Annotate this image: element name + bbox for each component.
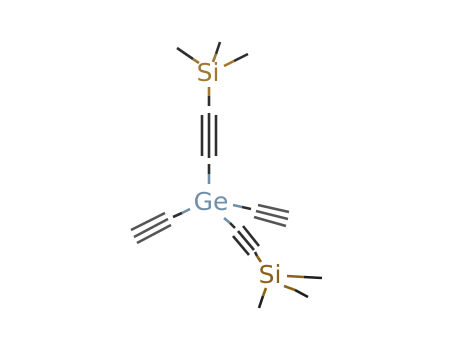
bond-ge-left	[172, 207, 191, 219]
bond-si-bottom-methyl-right	[286, 274, 323, 280]
bond-ge-alkyne-bottom	[223, 217, 236, 229]
bond-si-top-methyl-left	[176, 46, 200, 65]
bond-triple-bottom	[232, 225, 261, 256]
bond-si-top-methyl-up	[211, 41, 222, 63]
bond-ge-right	[232, 203, 252, 211]
bond-si-bottom-methyl-down-right	[283, 284, 309, 299]
atom-si-bottom: Si	[259, 260, 282, 289]
atom-si-top: Si	[197, 58, 220, 87]
bond-alkyne-si-bottom	[253, 251, 263, 263]
bond-si-top-methyl-right	[223, 52, 249, 68]
atom-ge: Ge	[194, 187, 229, 216]
bond-triple-top	[200, 113, 218, 158]
bond-si-bottom-methyl-down	[257, 287, 268, 309]
bond-triple-right	[253, 203, 290, 228]
bond-triple-left	[130, 211, 172, 245]
